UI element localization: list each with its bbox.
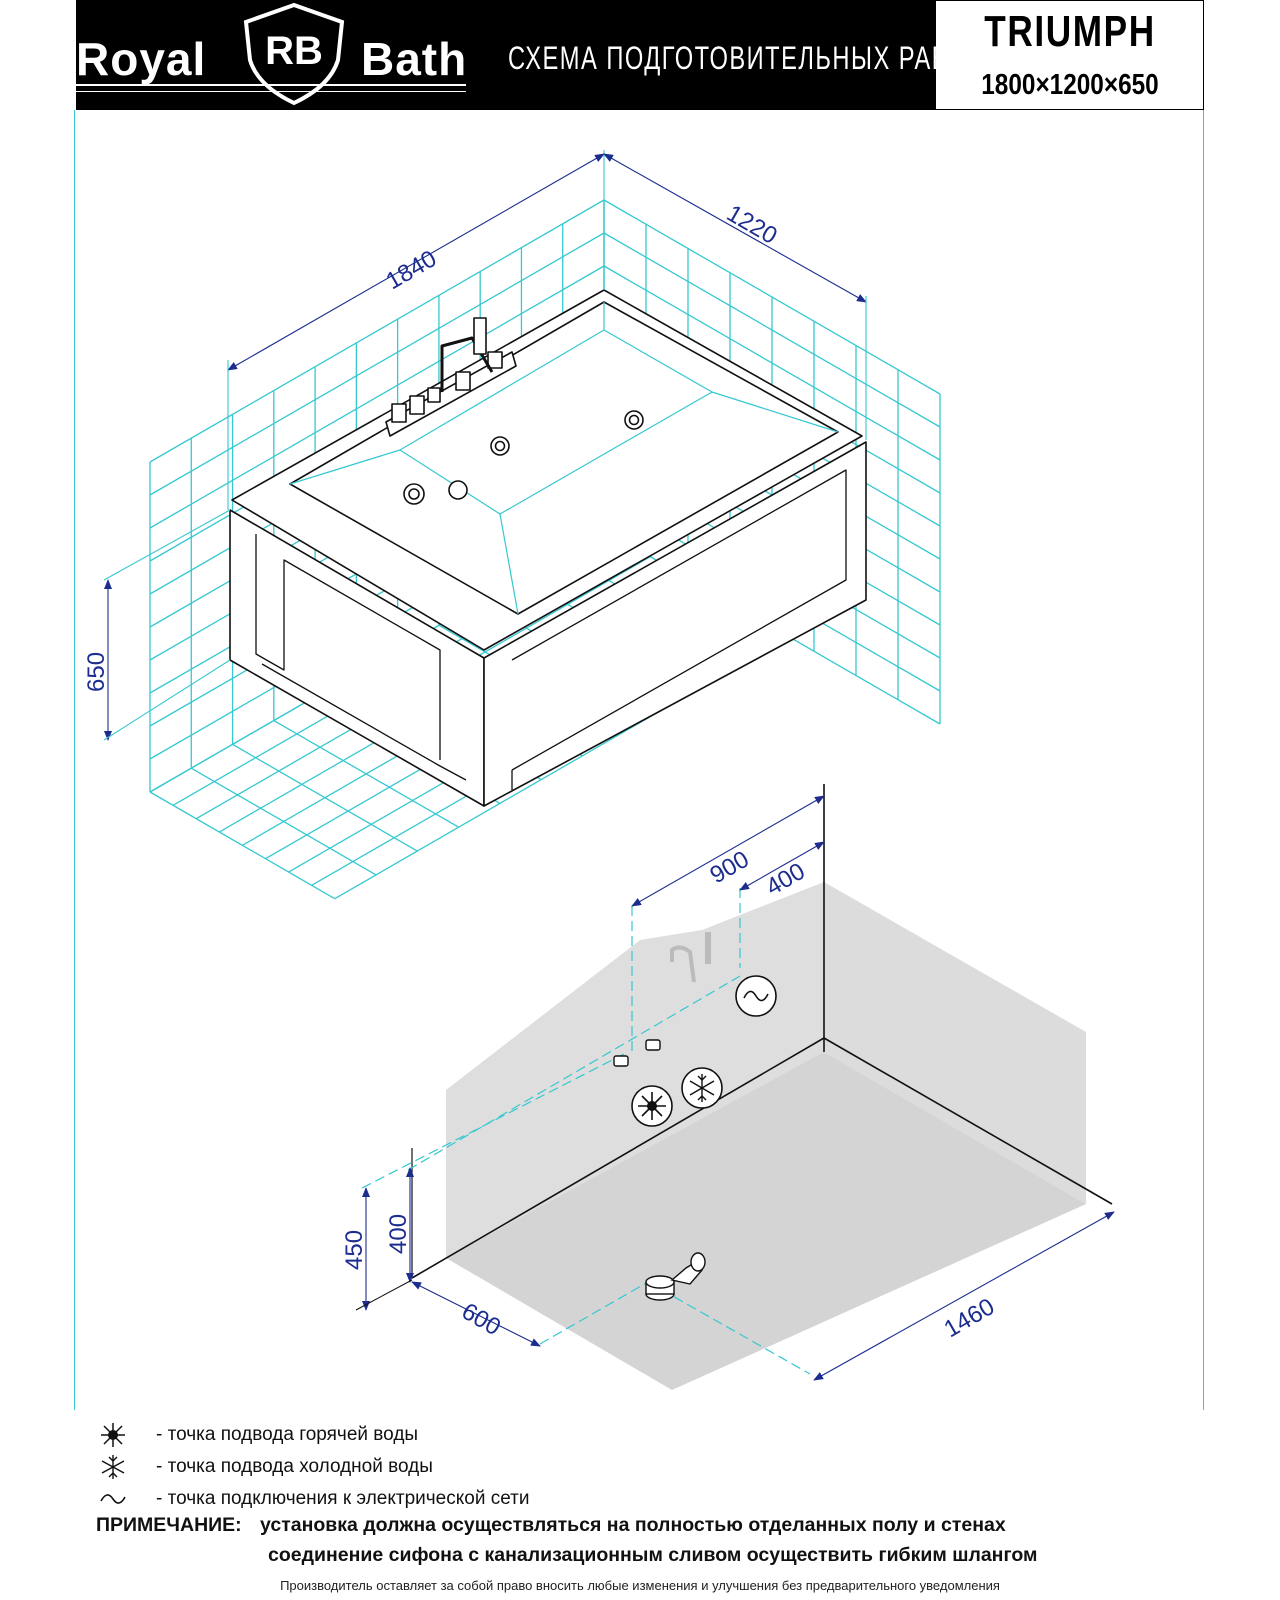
- hydromassage-jet-icon: [403, 483, 425, 505]
- dimension-electric-height-label: 400: [385, 1214, 412, 1254]
- frame-left-line: [74, 110, 75, 1410]
- dimension-electric-line: [631, 795, 825, 907]
- preparation-scheme: 900 400 450 400 600 1460: [341, 784, 1115, 1390]
- bath-side-panel: [483, 441, 867, 807]
- note-label: ПРИМЕЧАНИЕ:: [96, 1514, 242, 1536]
- dimension-drain-wall-label: 600: [457, 1298, 505, 1341]
- dimension-width-label: 1220: [722, 200, 782, 250]
- legend-text: - точка подвода горячей воды: [156, 1424, 419, 1445]
- brand-underline-thin: [76, 91, 466, 92]
- manufacturer-disclaimer: Производитель оставляет за собой право в…: [280, 1578, 1000, 1593]
- header-title: СХЕМА ПОДГОТОВИТЕЛЬНЫХ РАБОТ: [508, 40, 985, 76]
- hot-water-point-icon: [631, 1085, 673, 1127]
- bathtub: [229, 289, 867, 807]
- dimension-height: [103, 509, 231, 741]
- legend-item-cold-water: - точка подвода холодной воды: [100, 1452, 1100, 1484]
- legend-item-hot-water: - точка подвода горячей воды: [100, 1420, 1100, 1452]
- dimension-drain-along-label: 1460: [940, 1293, 1000, 1343]
- dimension-height-label: 650: [83, 652, 110, 692]
- dimension-water-height-label: 450: [341, 1230, 368, 1270]
- bath-isometric-view: 1840 1220 650: [83, 150, 941, 900]
- brand-shield-logo: RB: [243, 2, 345, 106]
- model-dimensions: 1800×1200×650: [981, 69, 1159, 101]
- back-wall-zone: [446, 882, 824, 1258]
- note-line-2: соединение сифона с канализационным слив…: [268, 1544, 1038, 1566]
- hydromassage-jet-icon: [490, 436, 510, 456]
- drain-siphon-icon: [645, 1252, 706, 1301]
- frame-right-line: [1203, 110, 1204, 1410]
- right-wall-zone: [824, 882, 1086, 1204]
- model-name: TRIUMPH: [984, 7, 1156, 56]
- note-line-1: установка должна осуществляться на полно…: [260, 1514, 1006, 1536]
- legend-text: - точка подвода холодной воды: [156, 1456, 433, 1477]
- dimension-water-line: [739, 841, 825, 891]
- legend: - точка подвода горячей воды - точка под…: [100, 1420, 1100, 1516]
- cold-water-point-icon: [681, 1067, 723, 1109]
- dimension-drain-wall-line: [411, 1281, 541, 1347]
- brand-name-left: Royal: [76, 33, 207, 85]
- hydromassage-jet-icon: [624, 410, 644, 430]
- legend-item-electric: - точка подключения к электрической сети: [100, 1484, 1100, 1516]
- electric-point-icon: [735, 975, 777, 1017]
- legend-text: - точка подключения к электрической сети: [156, 1488, 530, 1509]
- hot-water-icon: [101, 1423, 125, 1447]
- electric-icon: [100, 1494, 126, 1504]
- header-black-band: Royal RB Bath СХЕМА ПОДГОТОВИТЕЛЬНЫХ РАБ…: [76, 0, 983, 110]
- cold-water-icon: [101, 1455, 125, 1479]
- header-bar: Royal RB Bath СХЕМА ПОДГОТОВИТЕЛЬНЫХ РАБ…: [76, 0, 1204, 110]
- brand-underline: [76, 84, 466, 86]
- hydromassage-jet-icon: [448, 480, 468, 500]
- brand-monogram: RB: [265, 29, 323, 73]
- water-inlet-pipes: [613, 1039, 661, 1067]
- brand-name-right: Bath: [361, 33, 468, 85]
- dimension-electric-label: 900: [706, 846, 754, 889]
- dimension-drain-along-line: [813, 1211, 1115, 1381]
- dimension-width: [603, 153, 867, 440]
- model-box: TRIUMPH 1800×1200×650: [936, 0, 1204, 110]
